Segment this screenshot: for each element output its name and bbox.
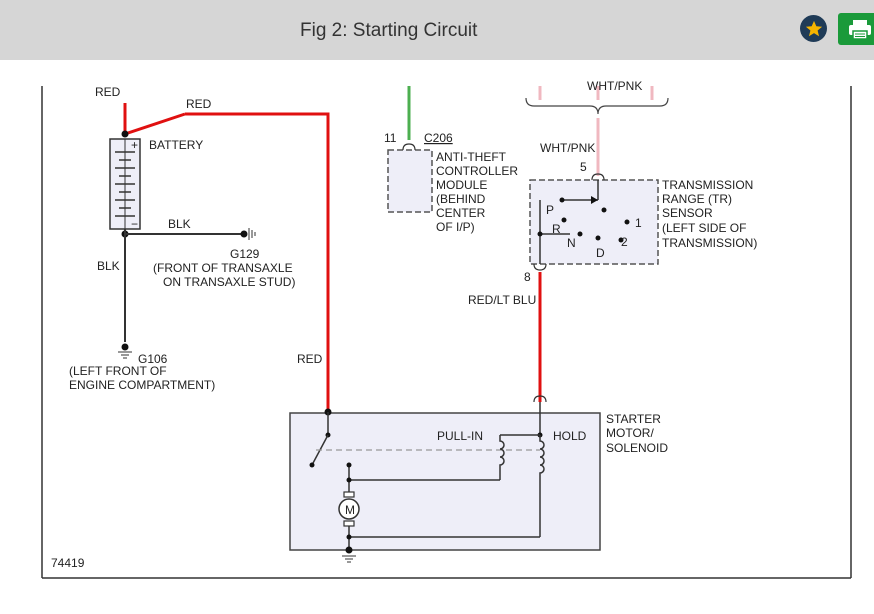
label-tr-5: TRANSMISSION): [662, 236, 757, 250]
label-fig-number: 74419: [51, 556, 85, 570]
label-atcm-1: ANTI-THEFT: [436, 150, 507, 164]
ground-g129-icon: [240, 228, 256, 240]
label-g129-loc-2: ON TRANSAXLE STUD): [163, 275, 295, 289]
label-wht-pnk-top: WHT/PNK: [587, 79, 642, 93]
battery-symbol: [109, 130, 141, 238]
battery-minus-label: −: [131, 217, 138, 231]
label-blk-right: BLK: [168, 217, 191, 231]
black-wires: [124, 229, 244, 342]
label-red-lt-blu: RED/LT BLU: [468, 293, 536, 307]
page-title: Fig 2: Starting Circuit: [300, 20, 478, 41]
label-pos-r: R: [552, 222, 561, 236]
starter-motor-solenoid: [289, 395, 601, 563]
label-pin-8: 8: [524, 270, 531, 284]
label-wht-pnk: WHT/PNK: [540, 141, 595, 155]
label-red-mid: RED: [186, 97, 212, 111]
label-battery: BATTERY: [149, 138, 203, 152]
label-pos-n: N: [567, 236, 576, 250]
battery-plus-label: +: [131, 138, 138, 152]
label-g129-loc-1: (FRONT OF TRANSAXLE: [153, 261, 293, 275]
label-tr-3: SENSOR: [662, 206, 713, 220]
label-tr-1: TRANSMISSION: [662, 178, 753, 192]
label-atcm-5: CENTER: [436, 206, 486, 220]
print-button[interactable]: [838, 13, 874, 45]
label-pos-2: 2: [621, 235, 628, 249]
favorite-button[interactable]: [800, 15, 827, 42]
label-g129: G129: [230, 247, 260, 261]
label-atcm-2: CONTROLLER: [436, 164, 518, 178]
label-tr-4: (LEFT SIDE OF: [662, 221, 746, 235]
label-pin-11: 11: [384, 131, 397, 145]
label-starter-1: STARTER: [606, 412, 661, 426]
label-tr-2: RANGE (TR): [662, 192, 732, 206]
label-g106: G106: [138, 352, 168, 366]
label-g106-loc-2: ENGINE COMPARTMENT): [69, 378, 215, 392]
tr-sensor: [529, 173, 659, 271]
printer-icon: [849, 20, 871, 40]
label-red-top: RED: [95, 85, 121, 99]
label-motor: M: [345, 503, 355, 517]
red-wires: [123, 103, 542, 412]
label-atcm-4: (BEHIND: [436, 192, 486, 206]
anti-theft-module: [387, 143, 433, 213]
header-bar: Fig 2: Starting Circuit: [0, 0, 874, 60]
pink-wires: [525, 86, 669, 176]
label-c206: C206: [424, 131, 453, 145]
label-pos-1: 1: [635, 216, 642, 230]
label-pos-p: P: [546, 203, 554, 217]
label-g106-loc-1: (LEFT FRONT OF: [69, 364, 167, 378]
star-icon: [805, 20, 822, 36]
ground-g106-icon: [118, 343, 132, 359]
label-pull-in: PULL-IN: [437, 429, 483, 443]
motor-icon: [338, 498, 360, 520]
label-starter-2: MOTOR/: [606, 426, 654, 440]
label-hold: HOLD: [553, 429, 587, 443]
label-red-lower: RED: [297, 352, 323, 366]
label-atcm-6: OF I/P): [436, 220, 475, 234]
label-pos-d: D: [596, 246, 605, 260]
label-atcm-3: MODULE: [436, 178, 487, 192]
label-pin-5: 5: [580, 160, 587, 174]
label-blk-down: BLK: [97, 259, 120, 273]
label-starter-3: SOLENOID: [606, 441, 668, 455]
